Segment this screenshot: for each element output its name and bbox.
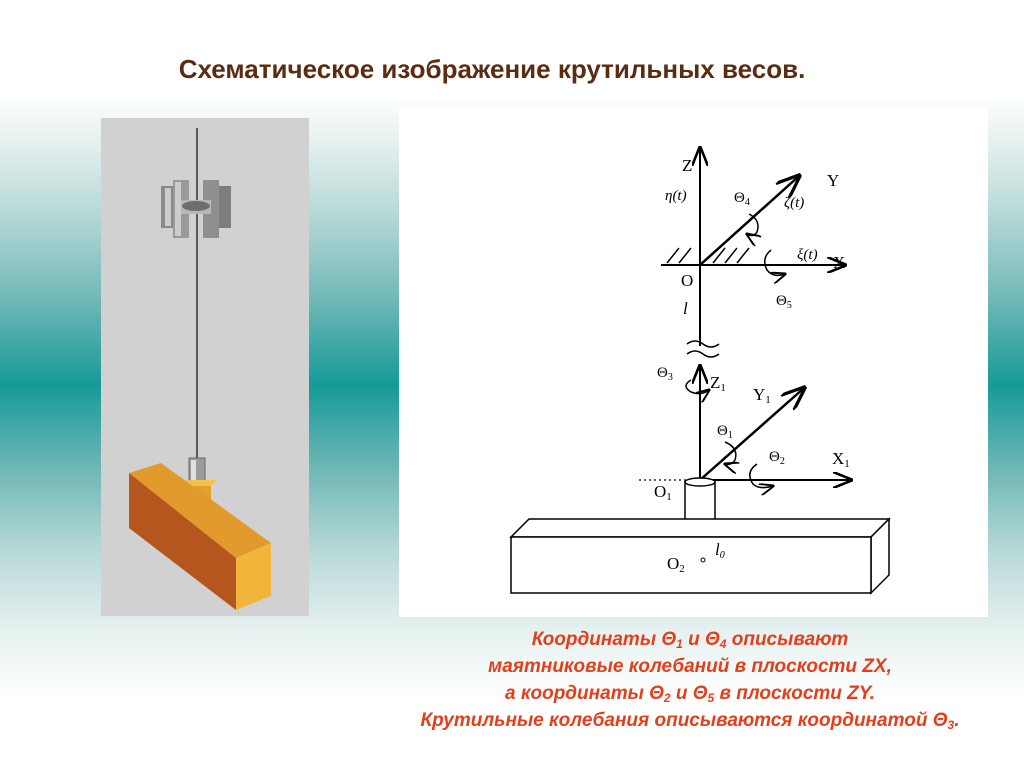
upper-clamp (161, 180, 231, 238)
label-zeta: ζ(t) (784, 195, 804, 211)
y1-axis (699, 388, 804, 481)
beam (129, 463, 271, 610)
y-axis (699, 176, 799, 266)
theta1-rotation-arrow (725, 441, 736, 465)
o2-point (700, 557, 706, 563)
caption: Координаты Θ1 и Θ4 описывают маятниковые… (340, 626, 1024, 734)
torsion-balance-model-image (101, 118, 309, 616)
label-l0: l0 (715, 540, 725, 561)
theta3-rotation-arrow (685, 379, 709, 394)
label-theta4: Θ4 (734, 190, 750, 208)
base-block (509, 517, 891, 595)
page-title: Схематическое изображение крутильных вес… (178, 54, 806, 84)
label-x: X (833, 253, 845, 272)
label-theta1: Θ1 (717, 423, 733, 441)
theta2-rotation-arrow (749, 463, 773, 488)
label-theta2: Θ2 (769, 449, 785, 467)
label-xi: ξ(t) (797, 247, 818, 263)
theta4-rotation-arrow (747, 213, 758, 236)
diagram-labels: Z η(t) Θ4 Y ζ(t) ξ(t) X O Θ5 l Θ3 Z1 Y1 … (654, 156, 850, 575)
label-theta3: Θ3 (657, 365, 673, 383)
caption-line-4: Крутильные колебания описываются координ… (420, 710, 960, 732)
break-mark (686, 340, 720, 348)
label-theta5: Θ5 (776, 293, 792, 311)
label-y1: Y1 (753, 385, 771, 406)
label-eta: η(t) (665, 188, 687, 204)
theta5-rotation-arrow (764, 249, 785, 275)
caption-line-3: а координаты Θ2 и Θ5 в плоскости ZY. (505, 683, 875, 705)
label-o: O (681, 271, 693, 290)
label-o1: O1 (654, 482, 672, 503)
label-o2: O2 (667, 554, 685, 575)
caption-line-1: Координаты Θ1 и Θ4 описывают (531, 629, 849, 651)
label-l: l (683, 299, 688, 318)
label-z: Z (682, 156, 692, 175)
schematic-diagram: Z η(t) Θ4 Y ζ(t) ξ(t) X O Θ5 l Θ3 Z1 Y1 … (399, 108, 988, 617)
caption-line-2: маятниковые колебаний в плоскости ZX, (488, 656, 892, 677)
label-y: Y (827, 171, 839, 190)
label-z1: Z1 (710, 373, 726, 394)
ceiling-hatch (666, 247, 750, 264)
label-x1: X1 (832, 449, 850, 470)
